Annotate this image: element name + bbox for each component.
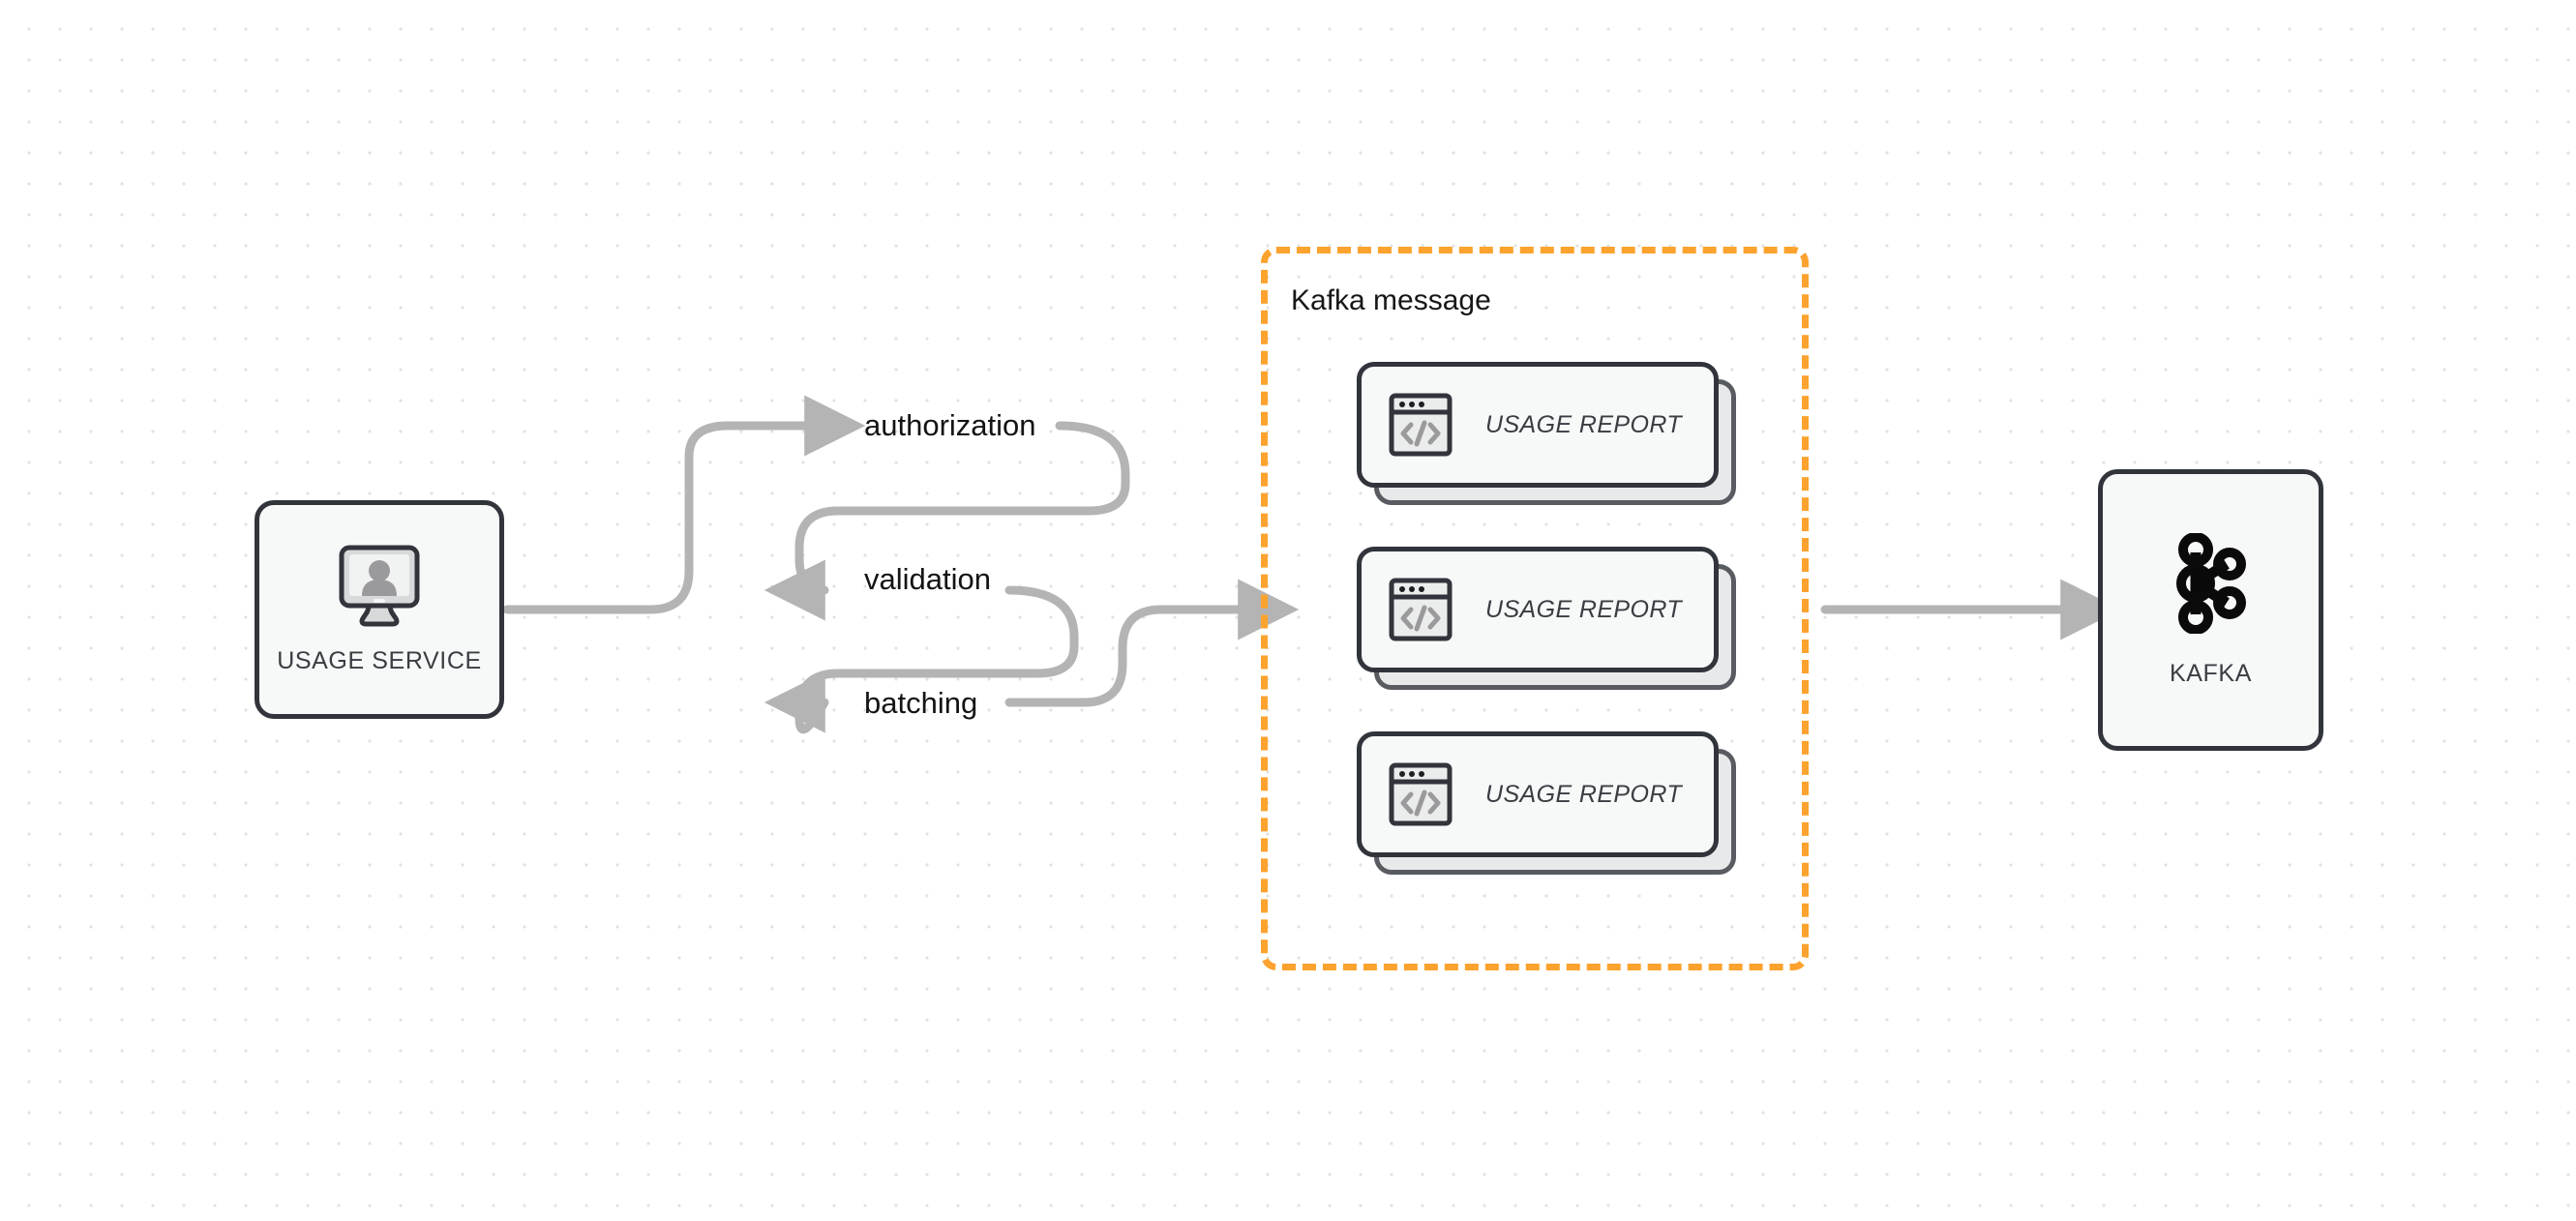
code-window-icon	[1389, 393, 1453, 457]
node-usage-service-label: USAGE SERVICE	[277, 647, 482, 674]
group-kafka-message[interactable]	[1261, 247, 1809, 970]
stage-label-batching[interactable]: batching	[864, 686, 978, 720]
group-kafka-message-title: Kafka message	[1291, 284, 1491, 316]
monitor-user-icon	[333, 544, 426, 632]
node-kafka-label: KAFKA	[2170, 659, 2252, 687]
usage-report-card-title: USAGE REPORT	[1485, 595, 1682, 623]
usage-report-card[interactable]: USAGE REPORT	[1357, 731, 1736, 877]
stage-label-authorization[interactable]: authorization	[864, 408, 1036, 442]
usage-report-card-title: USAGE REPORT	[1485, 780, 1682, 808]
usage-report-card[interactable]: USAGE REPORT	[1357, 362, 1736, 507]
card-front[interactable]: USAGE REPORT	[1357, 547, 1719, 672]
kafka-logo-icon	[2171, 531, 2252, 639]
usage-report-card-title: USAGE REPORT	[1485, 410, 1682, 438]
edge-batching-to-kafka-message	[1004, 579, 1300, 707]
card-front[interactable]: USAGE REPORT	[1357, 731, 1719, 857]
node-usage-service[interactable]: USAGE SERVICE	[255, 500, 504, 719]
usage-report-card[interactable]: USAGE REPORT	[1357, 547, 1736, 692]
node-kafka[interactable]: KAFKA	[2098, 469, 2323, 751]
stage-label-validation[interactable]: validation	[864, 562, 991, 596]
card-front[interactable]: USAGE REPORT	[1357, 362, 1719, 488]
edge-usage-service-to-authorization	[502, 395, 866, 614]
code-window-icon	[1389, 578, 1453, 641]
code-window-icon	[1389, 762, 1453, 826]
